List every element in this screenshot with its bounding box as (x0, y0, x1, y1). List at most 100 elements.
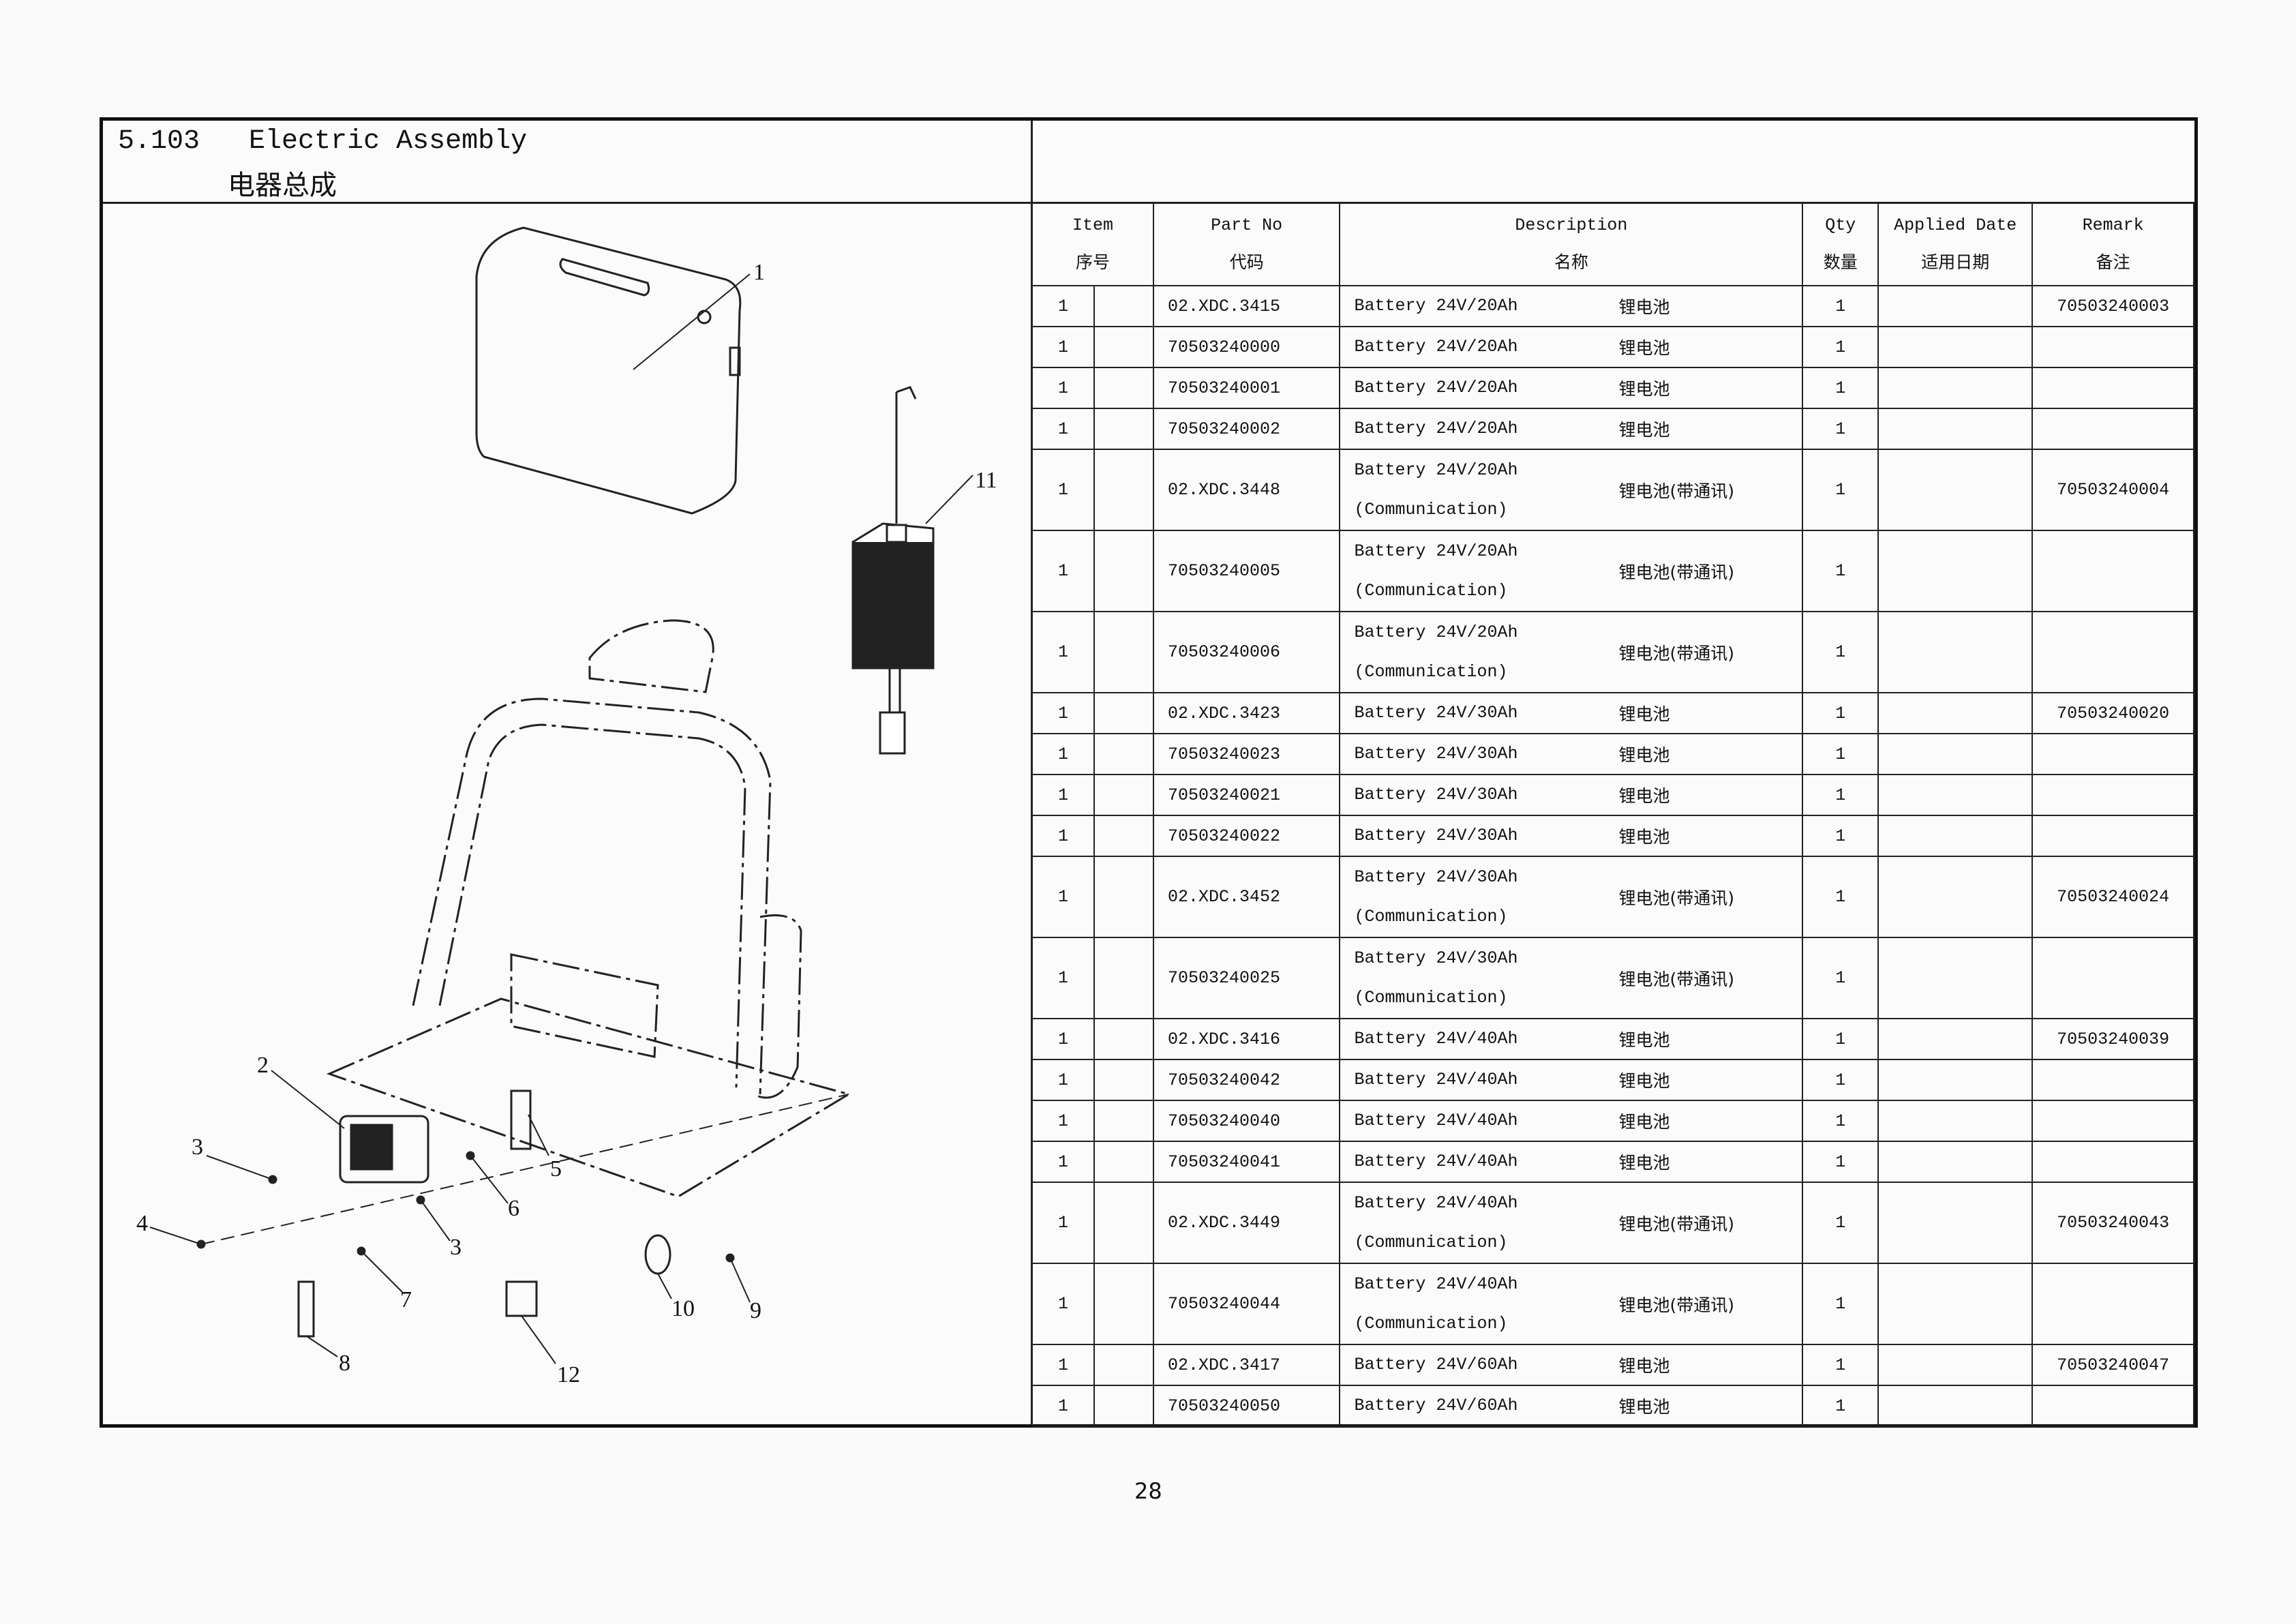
qty-cell: 1 (1802, 1263, 1879, 1345)
remark-cell: 70503240043 (2031, 1182, 2194, 1264)
description-en-2: (Communication) (1354, 1313, 1508, 1334)
charger-drawing (851, 386, 935, 755)
remark-cell: 70503240039 (2031, 1018, 2194, 1060)
remark-cell: 70503240004 (2031, 449, 2194, 531)
description-cn: 锂电池 (1618, 1112, 1670, 1132)
item-sub-cell (1093, 815, 1154, 857)
item-cell: 1 (1031, 1018, 1096, 1060)
description-en: Battery 24V/20Ah (1354, 296, 1518, 316)
description-cn: 锂电池 (1618, 297, 1670, 317)
qty-cell: 1 (1802, 408, 1879, 450)
callout-2: 2 (257, 1053, 269, 1078)
applied-date-cell (1877, 692, 2034, 734)
item-cell: 1 (1031, 449, 1096, 531)
qty-cell: 1 (1802, 733, 1879, 775)
item-cell: 1 (1031, 774, 1096, 816)
qty-cell: 1 (1802, 815, 1879, 857)
item-cell: 1 (1031, 856, 1096, 938)
part-no-cell: 70503240050 (1152, 1385, 1341, 1427)
description-cn: 锂电池 (1618, 745, 1670, 765)
applied-date-cell (1877, 367, 2034, 409)
item-cell: 1 (1031, 408, 1096, 450)
description-en: Battery 24V/40Ah (1354, 1111, 1518, 1130)
remark-cell (2031, 1263, 2194, 1345)
part-no-cell: 70503240022 (1152, 815, 1341, 857)
item-sub-cell (1093, 530, 1154, 612)
item-sub-cell (1093, 937, 1154, 1019)
qty-cell: 1 (1802, 692, 1879, 734)
description-en: Battery 24V/30Ah (1354, 948, 1518, 968)
description-cn: 锂电池 (1618, 1071, 1670, 1091)
part-no-cell: 02.XDC.3449 (1152, 1182, 1341, 1264)
description-cn: 锂电池(带通讯) (1618, 1214, 1734, 1234)
item-sub-cell (1093, 285, 1154, 327)
description-en-2: (Communication) (1354, 661, 1508, 682)
callout-10: 10 (671, 1296, 695, 1321)
callout-11: 11 (975, 468, 997, 493)
description-en: Battery 24V/30Ah (1354, 785, 1518, 805)
remark-cell (2031, 774, 2194, 816)
item-sub-cell (1093, 1263, 1154, 1345)
applied-date-cell (1877, 1263, 2034, 1345)
remark-cell (2031, 1100, 2194, 1142)
description-cn: 锂电池(带通讯) (1618, 888, 1734, 908)
item-sub-cell (1093, 1100, 1154, 1142)
part-no-cell: 70503240025 (1152, 937, 1341, 1019)
description-en: Battery 24V/40Ah (1354, 1192, 1518, 1213)
remark-cell: 70503240003 (2031, 285, 2194, 327)
applied-date-cell (1877, 1344, 2034, 1386)
applied-date-cell (1877, 1182, 2034, 1264)
item-sub-cell (1093, 856, 1154, 938)
item-cell: 1 (1031, 1263, 1096, 1345)
callout-numbers: 1 11 2 3 4 5 6 3 7 8 12 10 9 (136, 260, 997, 1387)
qty-cell: 1 (1802, 326, 1879, 368)
item-sub-cell (1093, 733, 1154, 775)
applied-date-cell (1877, 774, 2034, 816)
description-cell: Battery 24V/20Ah(Communication)锂电池(带通讯) (1339, 449, 1804, 531)
section-title-cn: 电器总成 (228, 170, 337, 201)
description-cn: 锂电池 (1618, 1030, 1670, 1050)
part-no-cell: 02.XDC.3452 (1152, 856, 1341, 938)
qty-cell: 1 (1802, 367, 1879, 409)
applied-date-cell (1877, 1018, 2034, 1060)
applied-date-cell (1877, 1141, 2034, 1183)
applied-date-cell (1877, 815, 2034, 857)
header-blank-cell (1033, 121, 2194, 204)
item-cell: 1 (1031, 1344, 1096, 1386)
part-no-cell: 70503240023 (1152, 733, 1341, 775)
part-no-cell: 02.XDC.3423 (1152, 692, 1341, 734)
part-no-cell: 02.XDC.3448 (1152, 449, 1341, 531)
remark-cell: 70503240024 (2031, 856, 2194, 938)
part-no-cell: 70503240006 (1152, 611, 1341, 693)
item-sub-cell (1093, 1018, 1154, 1060)
description-en: Battery 24V/20Ah (1354, 337, 1518, 357)
leader-lines (149, 273, 973, 1364)
description-cn: 锂电池 (1618, 420, 1670, 440)
item-cell: 1 (1031, 1141, 1096, 1183)
applied-date-cell (1877, 408, 2034, 450)
part-no-cell: 02.XDC.3417 (1152, 1344, 1341, 1386)
description-en: Battery 24V/60Ah (1354, 1396, 1518, 1415)
callout-6: 6 (508, 1196, 519, 1221)
part-no-cell: 02.XDC.3416 (1152, 1018, 1341, 1060)
